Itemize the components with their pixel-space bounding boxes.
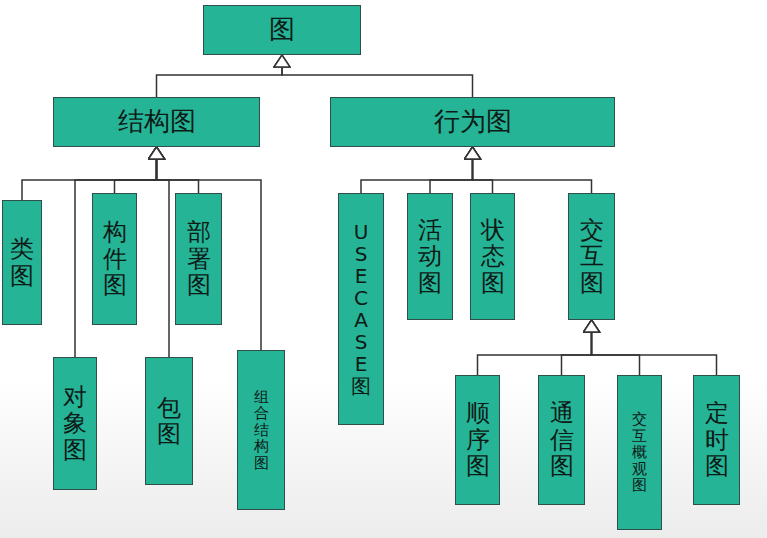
generalization-line bbox=[157, 147, 170, 357]
box-label: 构件图 bbox=[103, 219, 127, 298]
diagram-kind-box: 构件图 bbox=[92, 193, 137, 325]
generalization-line bbox=[75, 147, 157, 357]
box-label: 交互概观图 bbox=[632, 411, 647, 494]
diagram-kind-box: 组合结构图 bbox=[237, 350, 285, 510]
diagram-kind-box: 交互概观图 bbox=[617, 375, 662, 530]
box-label: 交互图 bbox=[580, 217, 604, 296]
box-label: 结构图 bbox=[118, 106, 196, 137]
generalization-line bbox=[157, 147, 262, 350]
box-label: 行为图 bbox=[434, 106, 512, 137]
box-label: 状态图 bbox=[481, 217, 505, 296]
generalization-line bbox=[478, 320, 592, 375]
generalization-line bbox=[592, 320, 717, 375]
diagram-kind-box: 对象图 bbox=[53, 357, 97, 490]
generalization-line bbox=[361, 147, 473, 193]
box-label: 组合结构图 bbox=[254, 389, 269, 472]
generalization-line bbox=[592, 320, 640, 375]
diagram-category-box: 行为图 bbox=[330, 97, 615, 147]
generalization-line bbox=[430, 147, 473, 193]
generalization-line bbox=[157, 55, 283, 97]
box-label: USECASE图 bbox=[351, 221, 371, 397]
diagram-kind-box: 包图 bbox=[145, 357, 193, 485]
diagram-kind-box: 交互图 bbox=[568, 193, 615, 320]
box-label: 部署图 bbox=[187, 219, 211, 298]
diagram-kind-box: 状态图 bbox=[470, 193, 515, 320]
box-label: 定时图 bbox=[705, 400, 729, 479]
box-label: 图 bbox=[269, 14, 295, 45]
generalization-line bbox=[562, 320, 592, 375]
diagram-kind-box: 定时图 bbox=[693, 375, 740, 505]
box-label: 顺序图 bbox=[466, 400, 490, 479]
diagram-kind-box: 类图 bbox=[2, 200, 42, 325]
generalization-line bbox=[157, 147, 199, 193]
box-label: 活动图 bbox=[418, 217, 442, 296]
diagram-kind-box: 活动图 bbox=[407, 193, 453, 320]
box-label: 包图 bbox=[157, 395, 181, 448]
box-label: 对象图 bbox=[63, 384, 87, 463]
diagram-category-box: 图 bbox=[203, 5, 361, 55]
diagram-kind-box: 顺序图 bbox=[455, 375, 500, 505]
generalization-line bbox=[473, 147, 592, 193]
diagram-kind-box: 通信图 bbox=[538, 375, 585, 505]
box-label: 类图 bbox=[10, 236, 34, 289]
generalization-line bbox=[282, 55, 473, 97]
diagram-kind-box: 部署图 bbox=[175, 193, 222, 325]
generalization-line bbox=[473, 147, 493, 193]
generalization-line bbox=[115, 147, 157, 193]
box-label: 通信图 bbox=[550, 400, 574, 479]
diagram-category-box: 结构图 bbox=[53, 97, 260, 147]
diagram-kind-box: USECASE图 bbox=[338, 193, 384, 425]
